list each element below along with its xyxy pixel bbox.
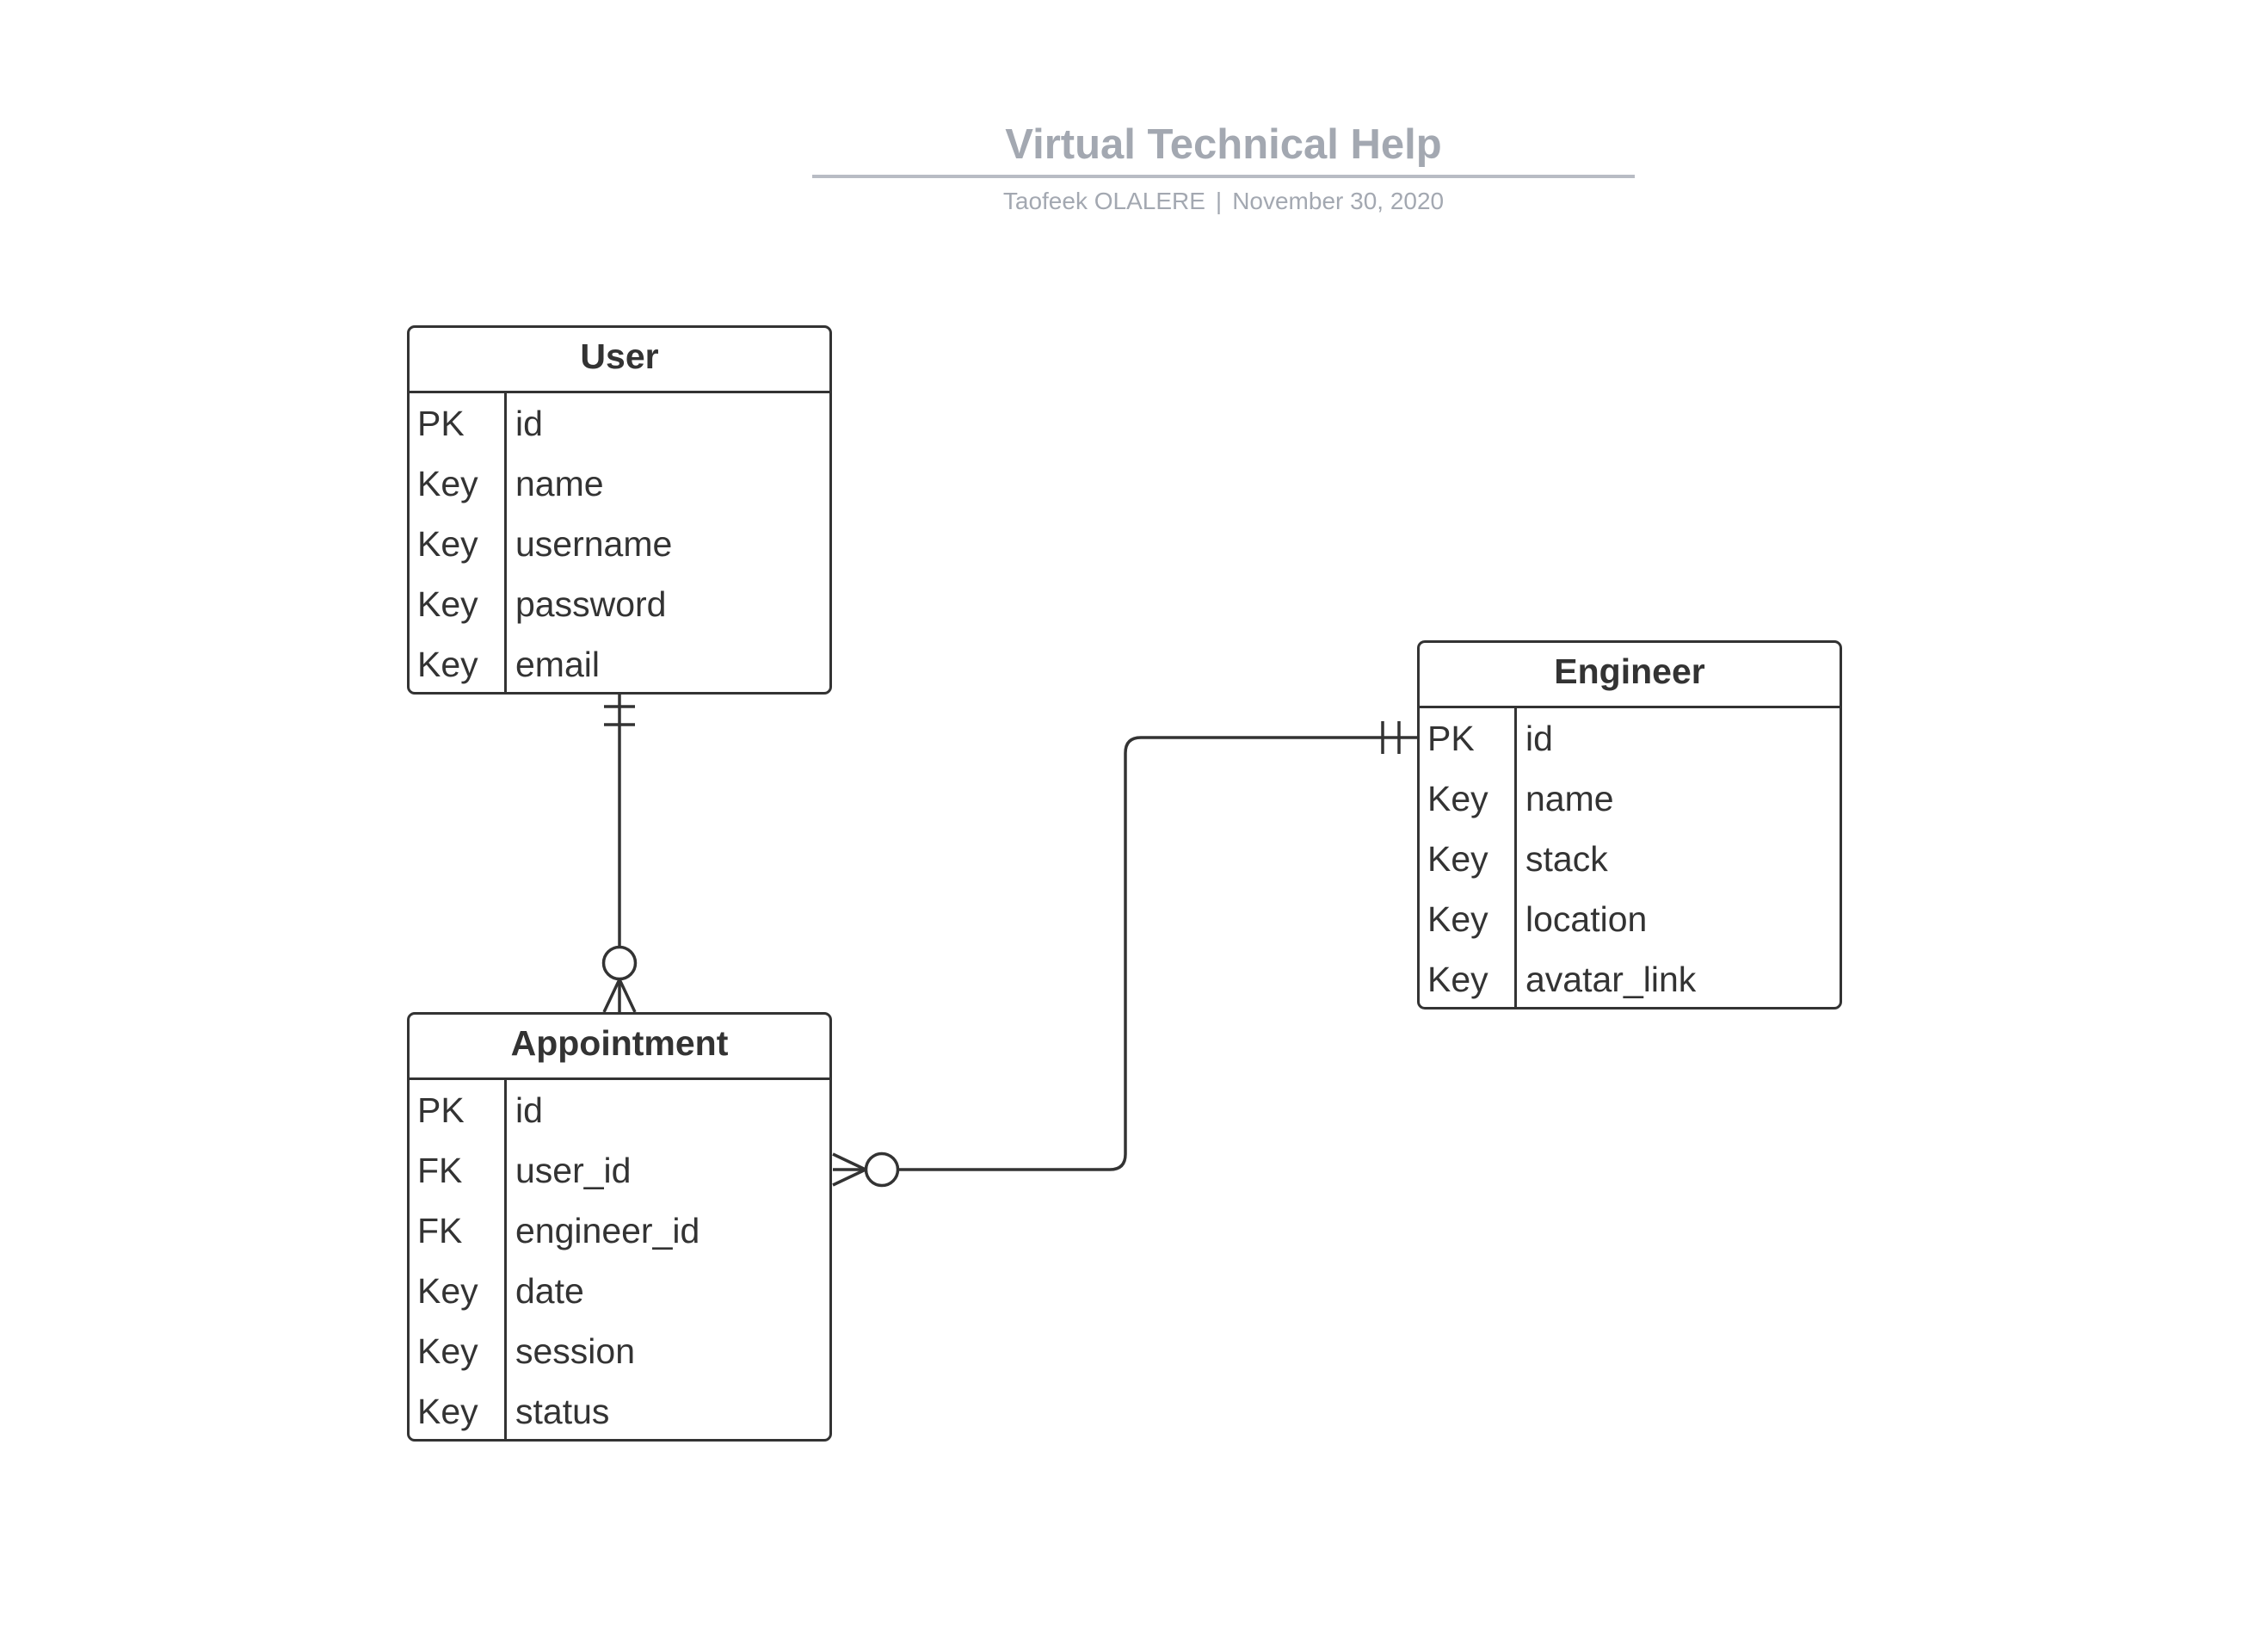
attribute-name: status [515,1391,610,1431]
attribute-key: Key [417,1391,478,1431]
entity-user[interactable]: User PK id Key name Key username Key pas… [407,325,832,695]
attribute-row[interactable]: FK user_id [410,1140,829,1201]
attribute-name: password [515,583,667,624]
diagram-date: November 30, 2020 [1232,188,1445,214]
crowfoot-top [832,1152,866,1171]
attribute-row[interactable]: PK id [410,393,829,454]
title-underline [812,175,1635,178]
crowfoot-left [602,979,621,1013]
document-header: Virtual Technical Help Taofeek OLALERE | N… [812,119,1635,217]
attribute-name: email [515,644,600,684]
attribute-row[interactable]: Key password [410,574,829,634]
attribute-row[interactable]: FK engineer_id [410,1201,829,1261]
entity-appointment[interactable]: Appointment PK id FK user_id FK engineer… [407,1012,832,1442]
attribute-row[interactable]: Key name [1420,769,1840,829]
attribute-name: stack [1525,838,1608,879]
attribute-name: id [1525,718,1553,758]
attribute-name: username [515,523,673,564]
crowfoot-bottom [832,1168,866,1187]
attribute-name: id [515,403,543,443]
diagram-title: Virtual Technical Help [1005,121,1442,168]
attribute-name: session [515,1331,636,1371]
attribute-name: name [515,463,604,503]
attribute-key: Key [417,644,478,684]
entity-title: Engineer [1420,643,1840,708]
attribute-name: user_id [515,1150,632,1190]
attribute-row[interactable]: Key username [410,514,829,574]
entity-attributes: PK id Key name Key stack Key location Ke… [1420,708,1840,1009]
attribute-key: Key [417,523,478,564]
entity-engineer[interactable]: Engineer PK id Key name Key stack Key lo… [1417,640,1842,1009]
attribute-key: Key [1427,898,1488,939]
attribute-row[interactable]: PK id [1420,708,1840,769]
attribute-row[interactable]: Key session [410,1321,829,1381]
attribute-key: PK [1427,718,1475,758]
attribute-row[interactable]: Key stack [1420,829,1840,889]
subtitle-separator: | [1215,188,1223,214]
attribute-row[interactable]: Key avatar_link [1420,949,1840,1009]
author-name: Taofeek OLALERE [1002,188,1205,214]
attribute-key: Key [1427,778,1488,818]
attribute-key: Key [417,1331,478,1371]
attribute-name: location [1525,898,1648,939]
attribute-key: PK [417,403,465,443]
attribute-key: Key [417,583,478,624]
attribute-name: name [1525,778,1614,818]
user-appointment-relationship[interactable] [601,695,638,1013]
entity-attributes: PK id FK user_id FK engineer_id Key date… [410,1080,829,1442]
attribute-row[interactable]: Key status [410,1381,829,1442]
attribute-name: id [515,1090,543,1130]
attribute-row[interactable]: Key date [410,1261,829,1321]
zero-circle [601,945,638,981]
attribute-key: Key [1427,838,1488,879]
attribute-key: FK [417,1150,463,1190]
engineer-appointment-relationship[interactable] [832,721,1417,1188]
crowfoot-right [618,979,637,1013]
attribute-name: avatar_link [1525,959,1697,999]
entity-title: User [410,328,829,393]
attribute-key: Key [1427,959,1488,999]
attribute-name: date [515,1270,584,1311]
entity-title: Appointment [410,1015,829,1080]
diagram-subtitle: Taofeek OLALERE | November 30, 2020 [812,186,1635,217]
zero-circle [864,1151,900,1188]
attribute-key: Key [417,1270,478,1311]
attribute-key: FK [417,1210,463,1250]
entity-attributes: PK id Key name Key username Key password… [410,393,829,695]
attribute-row[interactable]: Key location [1420,889,1840,949]
attribute-row[interactable]: PK id [410,1080,829,1140]
attribute-row[interactable]: Key name [410,454,829,514]
attribute-key: Key [417,463,478,503]
engineer-appointment-line [898,736,1417,1171]
attribute-row[interactable]: Key email [410,634,829,695]
attribute-name: engineer_id [515,1210,700,1250]
attribute-key: PK [417,1090,465,1130]
